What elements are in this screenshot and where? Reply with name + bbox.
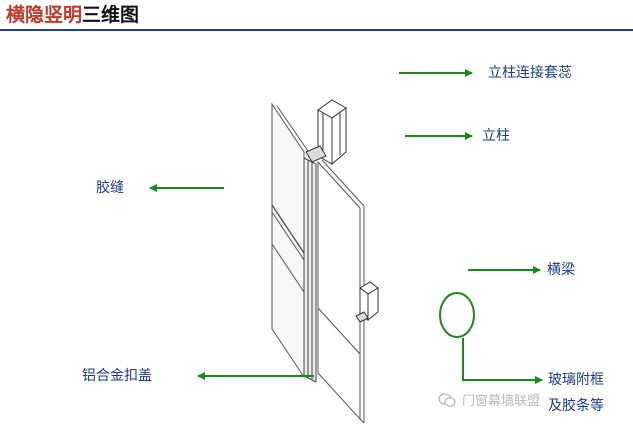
rear-glass-panel [271,102,309,379]
label-glass-line2: 及胶条等 [548,398,604,414]
page-title: 横隐竖明三维图 [6,3,139,27]
label-sleeve: 立柱连接套蕊 [488,65,572,81]
label-beam: 横梁 [547,262,575,278]
title-rest: 三维图 [82,4,140,26]
label-glass-line1: 玻璃附框 [548,372,604,388]
label-cap: 铝合金扣盖 [82,368,152,384]
highlight-ellipse [439,292,475,338]
label-joint: 胶缝 [96,180,124,196]
title-underline [0,29,633,31]
mullion-column [303,157,317,383]
watermark: 门窗幕墙联盟 [438,390,540,409]
title-highlight: 横隐竖明 [6,4,83,26]
column-connector [305,145,327,163]
label-arrows [149,69,543,384]
front-glass-panel [317,159,365,424]
watermark-text: 门窗幕墙联盟 [462,394,541,409]
label-column: 立柱 [482,128,510,144]
wechat-icon [438,392,456,407]
arrow-glass [462,338,543,384]
transom-bracket [355,281,379,323]
